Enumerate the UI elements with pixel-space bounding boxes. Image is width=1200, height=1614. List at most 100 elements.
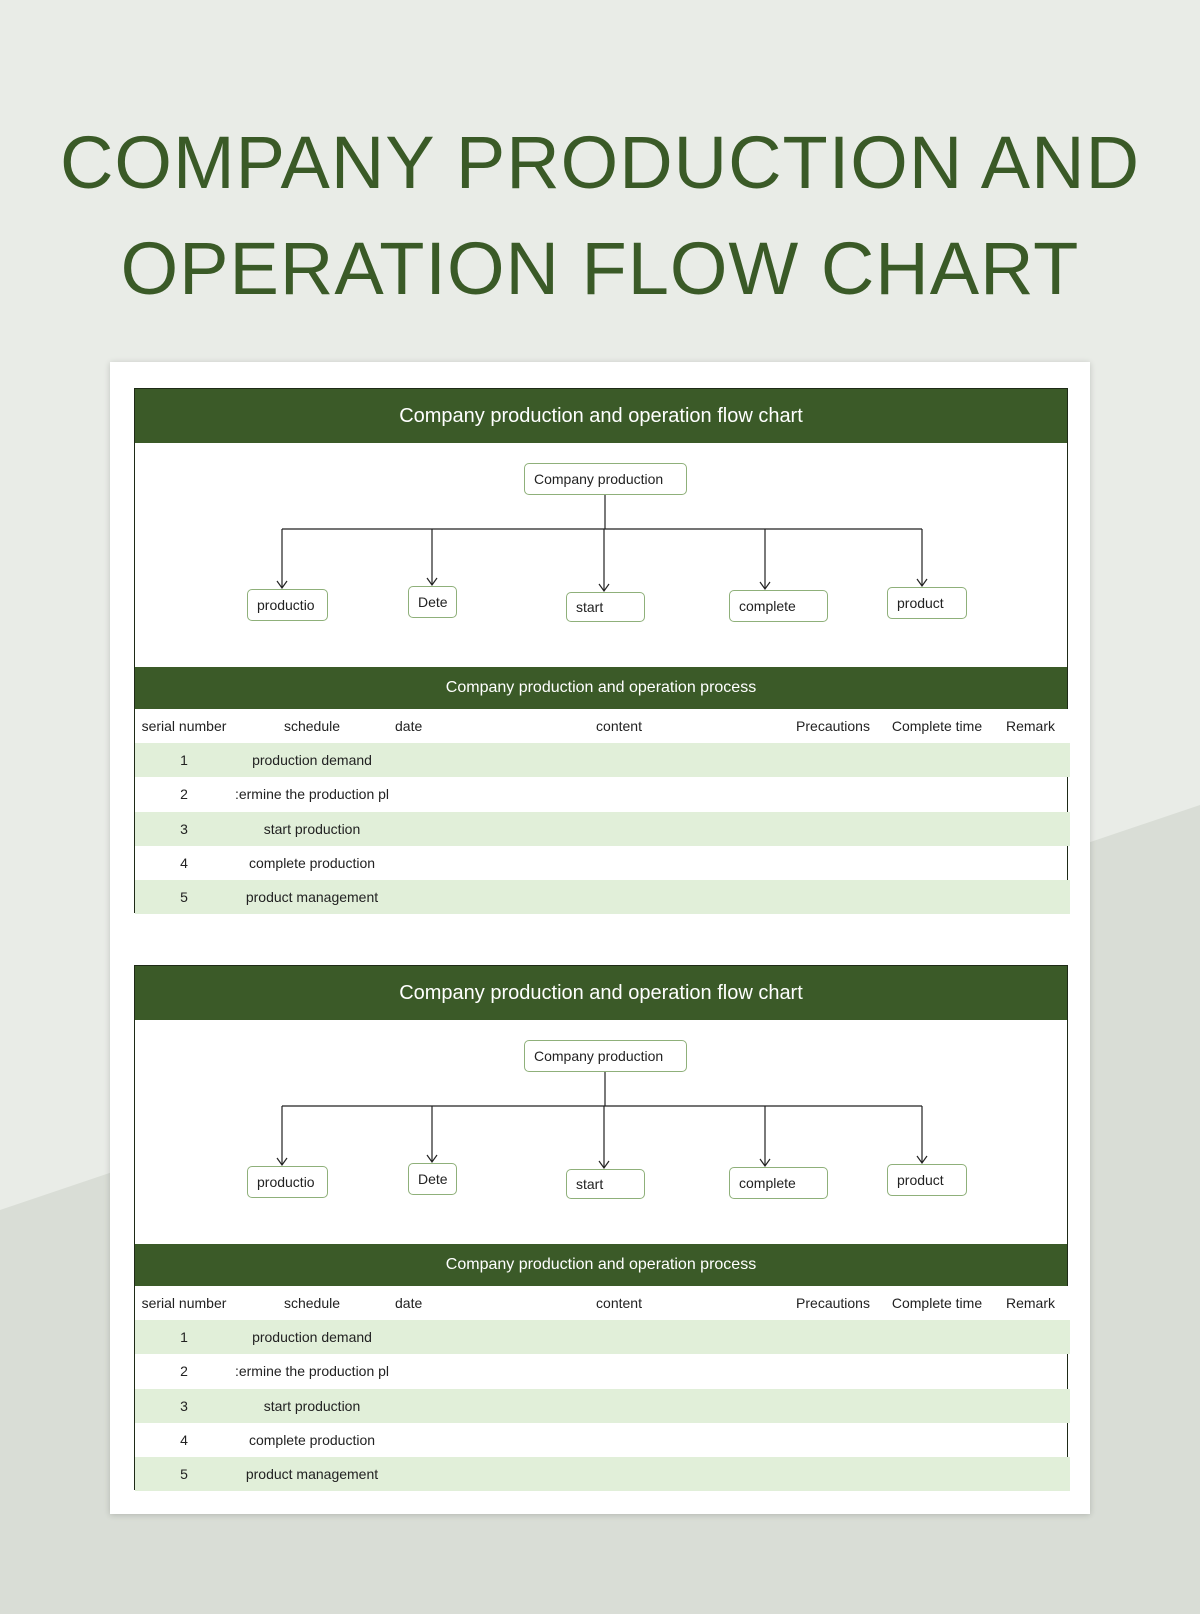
column-header[interactable]: Complete time (883, 709, 991, 744)
content-cell[interactable] (455, 1354, 783, 1388)
precautions-cell[interactable] (783, 879, 883, 915)
arrowhead-1 (276, 580, 288, 590)
precautions-cell[interactable] (783, 1320, 883, 1355)
content-cell[interactable] (455, 811, 783, 846)
date-cell[interactable] (391, 879, 455, 915)
serial-cell[interactable]: 1 (135, 1320, 233, 1355)
column-header[interactable]: Precautions (783, 709, 883, 744)
flow-node-root: Company production (524, 1040, 687, 1072)
serial-cell[interactable]: 3 (135, 811, 233, 846)
remark-cell[interactable] (991, 811, 1070, 846)
column-header[interactable]: Remark (991, 1286, 1070, 1321)
serial-cell[interactable]: 5 (135, 879, 233, 915)
schedule-cell[interactable]: start production (233, 1388, 391, 1423)
complete-time-cell[interactable] (883, 846, 991, 880)
schedule-cell[interactable]: complete production (248, 1431, 376, 1448)
complete-time-cell[interactable] (883, 777, 991, 811)
flow-node-start: start (566, 592, 645, 622)
serial-cell[interactable]: 4 (180, 854, 188, 871)
column-header[interactable]: Precautions (783, 1286, 883, 1321)
column-header[interactable]: date (391, 1286, 455, 1321)
serial-cell[interactable]: 2 (180, 786, 188, 803)
date-cell[interactable] (391, 1354, 455, 1388)
serial-cell[interactable]: 1 (135, 743, 233, 778)
serial-cell[interactable]: 2 (180, 1363, 188, 1380)
column-header[interactable]: serial number (135, 709, 233, 744)
remark-cell[interactable] (991, 777, 1070, 811)
table-header-row: serial number schedule date content Prec… (135, 709, 1070, 744)
arrowhead-5 (916, 1155, 928, 1165)
schedule-cell[interactable]: production demand (233, 743, 391, 778)
complete-time-cell[interactable] (883, 1320, 991, 1355)
remark-cell[interactable] (991, 1354, 1070, 1388)
remark-cell[interactable] (991, 743, 1070, 778)
precautions-cell[interactable] (783, 846, 883, 880)
precautions-cell[interactable] (783, 777, 883, 811)
serial-cell[interactable]: 5 (135, 1456, 233, 1492)
precautions-cell[interactable] (783, 1456, 883, 1492)
remark-cell[interactable] (991, 846, 1070, 880)
complete-time-cell[interactable] (883, 811, 991, 846)
column-header[interactable]: Remark (991, 709, 1070, 744)
schedule-cell[interactable]: start production (233, 811, 391, 846)
flow-node-product: product (887, 1164, 967, 1196)
content-cell[interactable] (455, 743, 783, 778)
content-cell[interactable] (455, 1320, 783, 1355)
column-header[interactable]: schedule (233, 709, 391, 744)
column-header[interactable]: content (455, 709, 783, 744)
column-header[interactable]: Complete time (883, 1286, 991, 1321)
serial-cell[interactable]: 4 (180, 1431, 188, 1448)
precautions-cell[interactable] (783, 1423, 883, 1457)
precautions-cell[interactable] (783, 743, 883, 778)
date-cell[interactable] (391, 1456, 455, 1492)
remark-cell[interactable] (991, 1320, 1070, 1355)
content-cell[interactable] (455, 1388, 783, 1423)
process-header: Company production and operation process (135, 667, 1067, 709)
complete-time-cell[interactable] (883, 1388, 991, 1423)
remark-cell[interactable] (991, 1388, 1070, 1423)
date-cell[interactable] (391, 777, 455, 811)
date-cell[interactable] (391, 743, 455, 778)
content-cell[interactable] (455, 1456, 783, 1492)
table-row: 2 :ermine the production pl (135, 1354, 1070, 1388)
complete-time-cell[interactable] (883, 743, 991, 778)
serial-cell[interactable]: 3 (135, 1388, 233, 1423)
complete-time-cell[interactable] (883, 1423, 991, 1457)
column-header[interactable]: content (455, 1286, 783, 1321)
date-cell[interactable] (391, 1423, 455, 1457)
complete-time-cell[interactable] (883, 1354, 991, 1388)
date-cell[interactable] (391, 846, 455, 880)
spreadsheet-paper: Company production and operation flow ch… (110, 362, 1090, 1514)
precautions-cell[interactable] (783, 811, 883, 846)
flow-connectors (276, 495, 928, 593)
column-header[interactable]: serial number (135, 1286, 233, 1321)
content-cell[interactable] (455, 846, 783, 880)
page-title-line-1: COMPANY PRODUCTION AND (59, 121, 1141, 204)
flow-node-complete: complete (729, 1167, 828, 1199)
flow-node-start: start (566, 1169, 645, 1199)
schedule-cell[interactable]: product management (233, 879, 391, 915)
date-cell[interactable] (391, 1320, 455, 1355)
remark-cell[interactable] (991, 1456, 1070, 1492)
complete-time-cell[interactable] (883, 1456, 991, 1492)
column-header[interactable]: date (391, 709, 455, 744)
schedule-cell[interactable]: production demand (233, 1320, 391, 1355)
table-row: 5 product management (135, 1456, 1070, 1492)
flow-node-determine: Dete (408, 1163, 457, 1195)
content-cell[interactable] (455, 879, 783, 915)
remark-cell[interactable] (991, 1423, 1070, 1457)
precautions-cell[interactable] (783, 1388, 883, 1423)
date-cell[interactable] (391, 811, 455, 846)
schedule-cell[interactable]: complete production (248, 854, 376, 871)
schedule-cell[interactable]: :ermine the production pl (234, 786, 390, 803)
content-cell[interactable] (455, 1423, 783, 1457)
table-row: 4 complete production (135, 1423, 1070, 1457)
schedule-cell[interactable]: product management (233, 1456, 391, 1492)
remark-cell[interactable] (991, 879, 1070, 915)
precautions-cell[interactable] (783, 1354, 883, 1388)
column-header[interactable]: schedule (233, 1286, 391, 1321)
schedule-cell[interactable]: :ermine the production pl (234, 1363, 390, 1380)
complete-time-cell[interactable] (883, 879, 991, 915)
content-cell[interactable] (455, 777, 783, 811)
date-cell[interactable] (391, 1388, 455, 1423)
